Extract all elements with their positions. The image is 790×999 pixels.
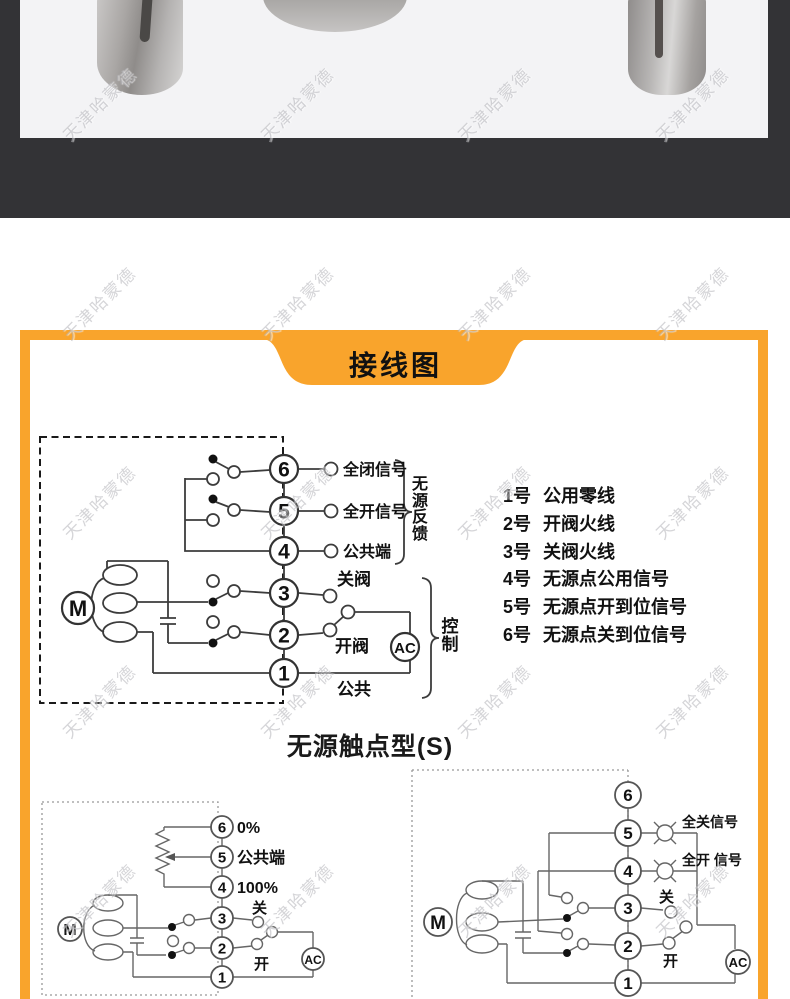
terminal-1: 1 <box>278 663 290 686</box>
label-full-open-signal: 全开信号 <box>342 502 407 521</box>
terminal-4: 4 <box>278 541 290 564</box>
label-full-open-signal: 全开 信号 <box>681 852 742 868</box>
terminal-circles: 6 5 4 3 2 1 <box>268 453 300 689</box>
terminal-desc: 关阀火线 <box>543 541 615 562</box>
terminal-6: 6 <box>623 786 632 805</box>
label-full-close-signal: 全关信号 <box>681 814 738 830</box>
label-open: 开 <box>254 956 269 973</box>
terminal-4: 4 <box>218 880 227 897</box>
motor-label: M <box>430 913 446 934</box>
terminal-2: 2 <box>278 625 290 648</box>
valve-flange-left <box>97 0 183 95</box>
label-common: 公共 <box>337 680 371 699</box>
terminal-5: 5 <box>623 824 632 843</box>
control-group-label: 控制 <box>441 617 459 654</box>
terminal-desc: 无源点公用信号 <box>543 569 669 590</box>
terminal-desc: 开阀火线 <box>543 513 615 534</box>
terminal-5: 5 <box>278 501 290 524</box>
terminal-6: 6 <box>278 459 290 482</box>
terminal-number: 2号 <box>503 513 532 534</box>
ac-label: AC <box>394 640 416 657</box>
feedback-brace <box>394 459 413 565</box>
terminal-circles: 6 5 4 3 2 1 <box>210 815 234 989</box>
feedback-group-label: 无源反馈 <box>411 476 428 543</box>
wiring-diagram-potentiometer: M 6 5 4 3 2 1 AC 0% 公共端 100% 关 开 <box>41 801 325 996</box>
motor-label: M <box>63 922 76 939</box>
label-full-close-signal: 全闭信号 <box>342 460 407 479</box>
actuator-dotted-boundary <box>411 769 629 999</box>
wiring-diagram-passive-contact: M 6 5 4 3 2 1 AC 全闭信号 全开信号 公共端 关阀 开阀 公共 <box>39 436 440 704</box>
list-item: 5号无源点开到位信号 <box>503 594 687 622</box>
actuator-dotted-boundary <box>41 801 219 996</box>
list-item: 1号公用零线 <box>503 483 687 511</box>
switch-contacts <box>166 913 279 959</box>
potentiometer-arrow <box>165 853 175 861</box>
list-item: 6号无源点关到位信号 <box>503 622 687 650</box>
label-close: 关 <box>252 899 267 917</box>
title-ribbon <box>263 339 528 385</box>
valve-body-center <box>263 0 407 32</box>
motor-symbol: M <box>423 907 453 937</box>
terminal-desc: 无源点关到位信号 <box>543 624 687 645</box>
terminal-3: 3 <box>218 911 226 928</box>
valve-flange-right <box>628 0 706 95</box>
terminal-desc: 无源点开到位信号 <box>543 597 687 618</box>
top-dark-band <box>0 0 790 218</box>
list-item: 2号开阀火线 <box>503 511 687 539</box>
flange-slot <box>139 0 153 43</box>
wires <box>90 461 411 674</box>
diagram-caption: 无源触点型(S) <box>286 733 454 761</box>
motor-label: M <box>69 596 87 621</box>
terminal-number: 6号 <box>503 624 532 645</box>
label-close: 关 <box>659 888 674 906</box>
ac-source: AC <box>725 949 751 975</box>
label-common-terminal: 公共端 <box>343 542 391 561</box>
control-brace <box>421 577 440 699</box>
list-item: 4号无源点公用信号 <box>503 566 687 594</box>
terminal-2: 2 <box>623 937 632 956</box>
wiring-diagram-card <box>20 330 768 999</box>
terminal-1: 1 <box>218 970 226 987</box>
terminal-number: 5号 <box>503 597 532 618</box>
product-photo <box>20 0 768 138</box>
switch-contacts <box>206 454 356 648</box>
terminal-2: 2 <box>218 941 226 958</box>
wiring-diagram-lamp-feedback: M 6 5 4 3 2 1 AC 全关信号 全开 信号 关 开 <box>411 769 751 999</box>
terminal-6: 6 <box>218 820 226 837</box>
ac-label: AC <box>304 953 322 967</box>
terminal-5: 5 <box>218 850 226 867</box>
terminal-4: 4 <box>623 862 633 881</box>
section-title: 接线图 <box>348 350 442 381</box>
label-common-terminal: 公共端 <box>237 848 285 867</box>
motor-coils <box>92 894 124 961</box>
label-close-valve: 关阀 <box>337 569 371 589</box>
label-100-percent: 100% <box>237 880 278 897</box>
terminal-desc: 公用零线 <box>543 486 615 506</box>
label-open-valve: 开阀 <box>335 636 369 656</box>
label-0-percent: 0% <box>237 820 260 837</box>
actuator-dashed-boundary <box>39 436 284 704</box>
label-open: 开 <box>663 953 678 970</box>
ac-source: AC <box>389 631 421 663</box>
terminal-number: 3号 <box>503 541 532 562</box>
ac-source: AC <box>301 947 325 971</box>
terminal-circles: 6 5 4 3 2 1 <box>614 781 642 997</box>
terminal-number: 1号 <box>503 486 532 506</box>
terminal-3: 3 <box>623 899 632 918</box>
motor-symbol: M <box>60 590 96 626</box>
flange-slot <box>655 0 663 58</box>
lamp-symbols <box>656 824 674 880</box>
list-item: 3号关阀火线 <box>503 539 687 567</box>
terminal-3: 3 <box>278 583 290 606</box>
motor-coils <box>102 564 138 643</box>
terminal-number: 4号 <box>503 569 532 590</box>
terminal-notes-list: 1号公用零线 2号开阀火线 3号关阀火线 4号无源点公用信号 5号无源点开到位信… <box>503 483 687 650</box>
motor-coils <box>465 880 499 954</box>
motor-symbol: M <box>57 916 83 942</box>
terminal-1: 1 <box>623 974 632 993</box>
switch-contacts <box>560 891 693 957</box>
ac-label: AC <box>729 955 748 970</box>
